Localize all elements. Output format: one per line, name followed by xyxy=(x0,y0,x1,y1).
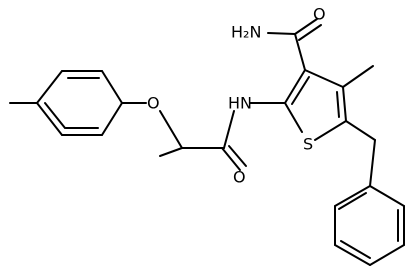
bond xyxy=(101,102,123,136)
bond xyxy=(304,69,344,88)
bond xyxy=(336,91,340,118)
bond xyxy=(221,147,241,171)
bonds xyxy=(9,18,405,266)
bond xyxy=(36,102,63,136)
bond xyxy=(369,139,376,187)
bond xyxy=(345,120,376,141)
bond xyxy=(334,244,371,266)
bond xyxy=(369,185,405,207)
bond xyxy=(223,110,235,149)
atom-labels: H₂N O HN S O O xyxy=(147,5,326,187)
bond xyxy=(267,32,296,35)
bond xyxy=(44,102,66,129)
bond xyxy=(36,70,63,104)
bond xyxy=(159,147,183,157)
amine-nh2-label: H₂N xyxy=(231,23,261,42)
bond xyxy=(291,76,310,105)
propanamide-carbonyl-oxygen-label: O xyxy=(233,168,246,187)
bond xyxy=(342,86,347,122)
thiophene-sulfur-label: S xyxy=(303,135,313,154)
bond xyxy=(284,102,303,133)
bond xyxy=(369,244,405,266)
bond xyxy=(101,70,123,104)
bond xyxy=(294,18,318,35)
bond xyxy=(159,110,183,149)
bond xyxy=(228,145,247,167)
bond xyxy=(314,120,347,141)
bond xyxy=(338,192,367,210)
bond xyxy=(334,185,371,207)
bond xyxy=(340,240,371,259)
amide-nh-label: HN xyxy=(228,94,252,113)
bond xyxy=(298,24,322,41)
ether-oxygen-label: O xyxy=(147,94,160,113)
amide-carbonyl-oxygen-label: O xyxy=(313,5,326,24)
bond xyxy=(284,69,306,104)
bond xyxy=(294,33,306,71)
bond xyxy=(342,65,374,88)
